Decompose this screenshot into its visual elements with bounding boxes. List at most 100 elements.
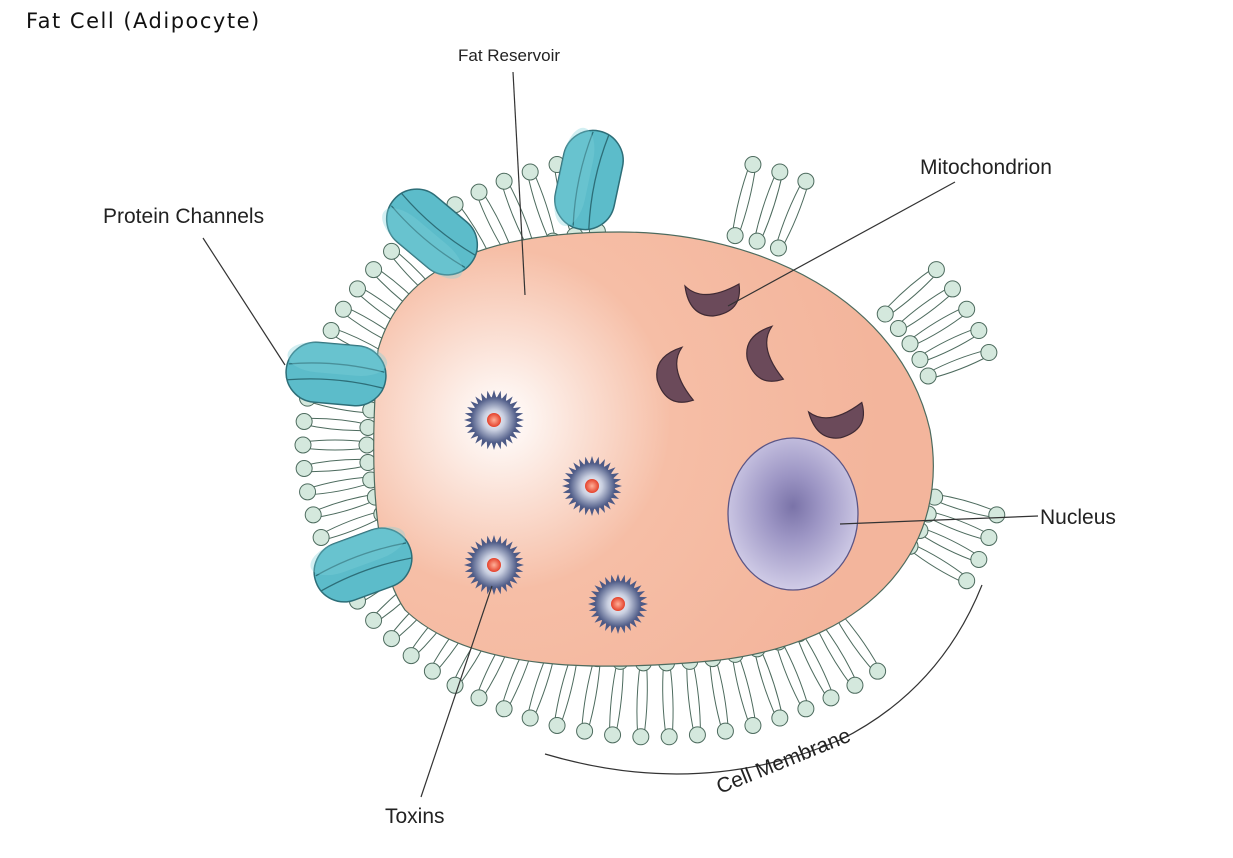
phospholipid-head [295, 413, 313, 431]
phospholipid-tail [801, 632, 835, 697]
phospholipid-tail [587, 659, 601, 732]
phospholipid-head [423, 662, 441, 680]
phospholipid-head [446, 676, 464, 694]
phospholipid-head [576, 722, 594, 740]
phospholipid-head [869, 662, 887, 680]
phospholipid-head [911, 351, 929, 369]
phospholipid-head [919, 367, 937, 385]
phospholipid-tail [643, 662, 648, 737]
phospholipid-head [771, 709, 789, 727]
mitochondrion [746, 325, 785, 382]
phospholipid-tail [609, 660, 618, 735]
phospholipid-head [334, 300, 352, 318]
phospholipid-head [348, 280, 366, 298]
phospholipid-head [970, 322, 988, 340]
phospholipid-head [769, 239, 787, 257]
phospholipid-head [295, 459, 313, 477]
phospholipid-tail [883, 266, 935, 312]
toxin-core [585, 479, 599, 493]
phospholipid-tail [820, 622, 858, 684]
phospholipid-head [470, 183, 488, 201]
phospholipid-head [660, 728, 678, 746]
label-nucleus: Nucleus [1040, 506, 1116, 529]
phospholipid-tail [615, 661, 624, 736]
mitochondrion [656, 346, 695, 403]
phospholipid-head [944, 280, 962, 298]
label-protein-channels: Protein Channels [103, 205, 264, 228]
label-toxins: Toxins [385, 805, 445, 828]
phospholipid-head [988, 506, 1006, 524]
phospholipid-head [548, 716, 566, 734]
phospholipid-tail [715, 657, 729, 731]
toxins-group [464, 390, 648, 634]
phospholipid-tail [669, 662, 674, 737]
cell-membrane-bracket [544, 584, 983, 775]
phospholipid-head [604, 726, 622, 744]
phospholipid-head [726, 227, 744, 245]
phospholipid-head [495, 700, 513, 718]
phospholipid-head [797, 700, 815, 718]
toxin-core [611, 597, 625, 611]
phospholipid-tail [686, 661, 695, 736]
phospholipid-head [358, 436, 376, 454]
phospholipid-tail [899, 291, 955, 332]
label-mitochondrion: Mitochondrion [920, 156, 1052, 179]
phospholipid-tail [918, 532, 978, 563]
label-fat-reservoir: Fat Reservoir [458, 46, 560, 65]
phospholipid-head [688, 726, 706, 744]
phospholipid-tail [780, 182, 810, 250]
phospholipid-tail [731, 655, 751, 727]
phospholipid-tail [886, 271, 939, 317]
phospholipid-head [383, 242, 401, 260]
toxin [464, 535, 524, 595]
toxins-leader [420, 585, 493, 798]
phospholipid-tail [795, 635, 829, 700]
phospholipid-head [632, 728, 650, 746]
mitochondrion [807, 401, 865, 439]
phospholipid-head [980, 528, 998, 546]
fat-reservoir-leader [512, 71, 526, 296]
toxin [562, 456, 622, 516]
phospholipid-head [322, 322, 340, 340]
phospholipid-tail [306, 476, 371, 490]
phospholipid-head [365, 261, 383, 279]
protein-channel [548, 124, 630, 236]
label-cell-membrane: Cell Membrane [713, 724, 854, 799]
phospholipid-head [294, 436, 312, 454]
phospholipid-tail [918, 327, 978, 358]
phospholipid-tail [896, 285, 952, 327]
phospholipid-tail [935, 493, 998, 513]
phospholipid-tail [737, 165, 757, 237]
phospholipid-head [716, 722, 734, 740]
phospholipid-head [470, 689, 488, 707]
phospholipid-head [521, 163, 539, 181]
phospholipid-tail [312, 493, 375, 513]
phospholipid-head [312, 528, 330, 546]
phospholipid-head [980, 344, 998, 362]
phospholipid-head [402, 647, 420, 665]
phospholipid-tail [308, 482, 372, 496]
mitochondrion [684, 283, 741, 317]
phospholipid-tail [775, 179, 804, 247]
phospholipid-tail [662, 662, 667, 737]
toxin-core [487, 558, 501, 572]
phospholipid-head [797, 172, 815, 190]
phospholipid-head [876, 305, 894, 323]
mitochondria-group [656, 283, 865, 439]
phospholipid-head [299, 483, 317, 501]
nucleus [727, 437, 859, 591]
phospholipid-tail [775, 643, 804, 711]
phospholipid-tail [303, 424, 368, 432]
phospholipid-head [495, 172, 513, 190]
phospholipid-head [970, 550, 988, 568]
phospholipid-tail [911, 311, 969, 347]
phospholipid-head [304, 506, 322, 524]
phospholipid-head [901, 335, 919, 353]
phospholipid-tail [709, 659, 723, 732]
phospholipid-tail [303, 458, 368, 466]
phospholipid-tail [834, 615, 876, 674]
phospholipid-tail [636, 662, 641, 737]
phospholipid-tail [731, 163, 751, 235]
phospholipid-tail [581, 657, 595, 731]
